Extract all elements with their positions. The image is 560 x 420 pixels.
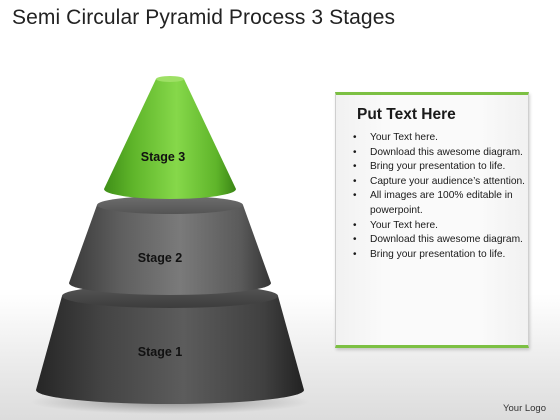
stage-1-label: Stage 1 — [138, 345, 183, 359]
bullet-item: Download this awesome diagram. — [350, 233, 525, 248]
text-box-heading: Put Text Here — [357, 106, 456, 123]
bullet-item: All images are 100% editable in powerpoi… — [350, 189, 525, 218]
text-placeholder-box: Put Text Here Your Text here. Download t… — [335, 92, 529, 348]
bullet-item: Download this awesome diagram. — [350, 146, 525, 161]
stage-3-label: Stage 3 — [141, 150, 186, 164]
stage-2-segment — [69, 196, 271, 295]
bullet-item: Your Text here. — [350, 219, 525, 234]
bullet-item: Bring your presentation to life. — [350, 248, 525, 263]
bullet-item: Your Text here. — [350, 131, 525, 146]
bullet-item: Capture your audience’s attention. — [350, 175, 525, 190]
stage-1-segment — [36, 284, 304, 404]
stage-2-label: Stage 2 — [138, 251, 183, 265]
logo-placeholder: Your Logo — [503, 403, 546, 414]
bullet-item: Bring your presentation to life. — [350, 160, 525, 175]
bullet-list: Your Text here. Download this awesome di… — [350, 131, 525, 262]
page-title: Semi Circular Pyramid Process 3 Stages — [12, 6, 396, 29]
stage-3-segment — [104, 76, 236, 199]
